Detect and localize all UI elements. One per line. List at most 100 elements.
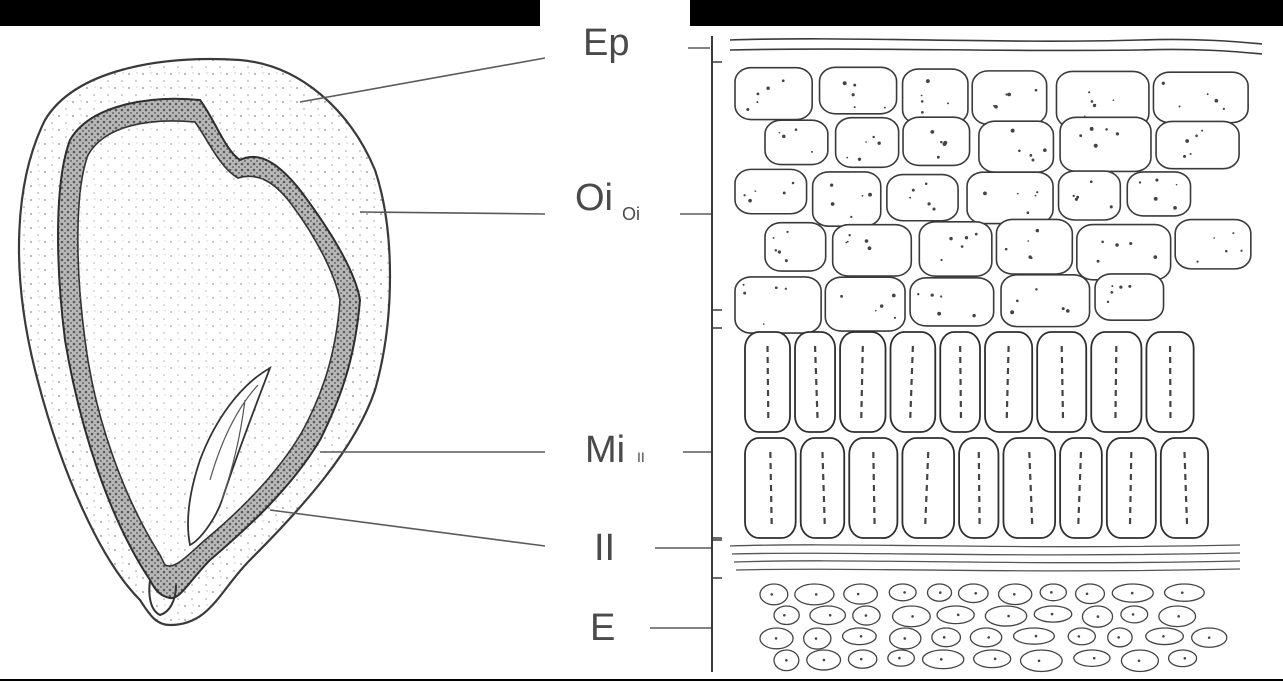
oi-cell-dot bbox=[894, 317, 896, 319]
oi-cell-dot bbox=[1066, 309, 1070, 313]
endosperm-cell bbox=[923, 650, 964, 669]
endosperm-cell-dot bbox=[829, 614, 832, 617]
endosperm-cell bbox=[848, 650, 876, 668]
endosperm-cell bbox=[843, 628, 877, 645]
oi-cell-dot bbox=[880, 304, 883, 307]
oi-cell bbox=[1077, 225, 1171, 280]
oi-cell-dot bbox=[921, 111, 924, 114]
oi-cell-dot bbox=[743, 292, 746, 295]
endosperm-cell bbox=[1074, 650, 1110, 666]
label-mi: Mi bbox=[585, 429, 625, 471]
oi-cell-dot bbox=[926, 79, 930, 83]
oi-cell-dot bbox=[1090, 180, 1093, 183]
labels: Ep Oi Oi Mi II II E bbox=[575, 22, 645, 649]
oi-cell-dot bbox=[912, 189, 915, 192]
endosperm-cell-dot bbox=[815, 637, 818, 640]
endosperm-cell bbox=[932, 628, 961, 647]
oi-cell-dot bbox=[775, 249, 777, 251]
oi-cell-dot bbox=[763, 323, 765, 325]
oi-cell bbox=[996, 219, 1072, 274]
oi-cell-dot bbox=[1240, 250, 1242, 252]
oi-cell-dot bbox=[773, 237, 775, 239]
oi-cell-dot bbox=[1107, 301, 1109, 303]
endosperm-cell-dot bbox=[1117, 636, 1120, 639]
label-oi: Oi bbox=[575, 177, 613, 219]
oi-cell bbox=[1001, 275, 1090, 327]
endosperm-cell-dot bbox=[770, 593, 773, 596]
endosperm-cell bbox=[937, 606, 974, 624]
label-e: E bbox=[590, 607, 615, 649]
oi-cell-dot bbox=[1225, 250, 1228, 253]
endosperm-cell-dot bbox=[898, 657, 901, 660]
oi-cell-dot bbox=[846, 157, 848, 159]
oi-cell-dot bbox=[1139, 181, 1141, 183]
oi-cell-dot bbox=[850, 216, 852, 218]
endosperm-cell-dot bbox=[1132, 613, 1135, 616]
outer-integument-cells bbox=[735, 67, 1251, 333]
oi-cell-dot bbox=[782, 135, 785, 138]
oi-cell-dot bbox=[1016, 299, 1019, 302]
oi-cell-dot bbox=[1097, 260, 1100, 263]
endosperm-cell bbox=[888, 650, 915, 666]
oi-cell bbox=[1153, 72, 1248, 122]
oi-cell bbox=[825, 277, 905, 331]
oi-cell bbox=[765, 223, 826, 271]
oi-cell-dot bbox=[1195, 135, 1198, 138]
oi-cell-dot bbox=[783, 191, 786, 194]
oi-cell-dot bbox=[840, 295, 843, 298]
oi-cell-dot bbox=[755, 190, 757, 192]
oi-cell-dot bbox=[909, 197, 911, 199]
oi-cell bbox=[910, 278, 994, 326]
oi-cell-dot bbox=[921, 100, 924, 103]
oi-cell bbox=[813, 172, 881, 226]
oi-cell-dot bbox=[917, 293, 919, 295]
endosperm-cell-dot bbox=[911, 615, 914, 618]
endosperm-cell-dot bbox=[939, 591, 942, 594]
oi-cell bbox=[836, 118, 899, 168]
endosperm-cell-dot bbox=[1181, 591, 1184, 594]
oi-cell-dot bbox=[965, 236, 968, 239]
bracket-oi bbox=[712, 62, 722, 310]
oi-cell-dot bbox=[1128, 285, 1131, 288]
oi-cell-dot bbox=[868, 193, 872, 197]
endosperm-cell bbox=[1165, 584, 1205, 601]
oi-cell-dot bbox=[1110, 291, 1113, 294]
endosperm-cell bbox=[974, 650, 1011, 668]
oi-cell-dot bbox=[930, 130, 934, 134]
oi-cell-dot bbox=[865, 141, 867, 143]
oi-cell-dot bbox=[1032, 159, 1035, 162]
label-mi-sub: II bbox=[637, 449, 645, 465]
oi-cell-dot bbox=[931, 293, 934, 296]
endosperm-cell bbox=[959, 584, 989, 603]
endosperm-cell-dot bbox=[815, 593, 818, 596]
oi-cell-dot bbox=[1201, 130, 1203, 132]
endosperm-cell-dot bbox=[974, 592, 977, 595]
endosperm-cell-dot bbox=[1051, 613, 1054, 616]
endosperm-cell bbox=[774, 606, 799, 625]
oi-cell-dot bbox=[1101, 241, 1104, 244]
endosperm-cell-dot bbox=[1086, 592, 1089, 595]
oi-cell-dot bbox=[1028, 255, 1031, 258]
oi-cell-dot bbox=[925, 182, 928, 185]
leader-ii bbox=[270, 510, 545, 546]
endosperm-cell bbox=[1068, 628, 1095, 645]
oi-cell-dot bbox=[779, 132, 781, 134]
oi-cell-dot bbox=[994, 105, 998, 109]
oi-cell-dot bbox=[1154, 197, 1158, 201]
oi-cell-dot bbox=[1214, 99, 1218, 103]
oi-cell bbox=[765, 120, 828, 164]
endosperm-cell-dot bbox=[1162, 635, 1165, 638]
oi-cell-dot bbox=[983, 191, 987, 195]
oi-cell-dot bbox=[1036, 191, 1038, 193]
oi-cell-dot bbox=[947, 102, 949, 104]
oi-cell-dot bbox=[1026, 211, 1029, 214]
endosperm-cell-dot bbox=[903, 591, 906, 594]
endosperm-cell-dot bbox=[1093, 657, 1096, 660]
endosperm-cell-dot bbox=[860, 635, 863, 638]
palisade-cells bbox=[745, 332, 1208, 538]
oi-cell-dot bbox=[1115, 243, 1118, 246]
oi-cell-dot bbox=[1155, 179, 1158, 182]
oi-cell-dot bbox=[1005, 248, 1008, 251]
label-ep: Ep bbox=[583, 22, 629, 64]
endosperm-cell-dot bbox=[1131, 592, 1134, 595]
